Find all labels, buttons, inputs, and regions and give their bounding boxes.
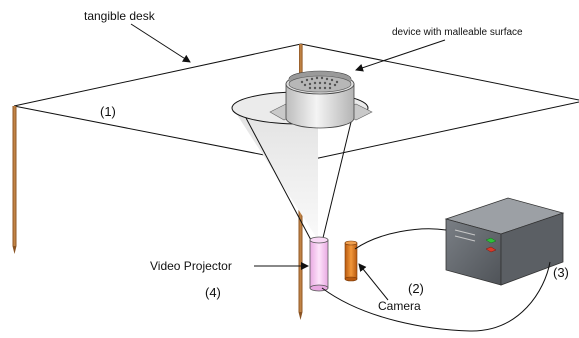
label-device: device with malleable surface [355,27,523,72]
label-video-projector: Video Projector [150,259,309,273]
marker-2: (2) [408,281,424,296]
svg-text:tangible desk: tangible desk [84,9,156,23]
svg-text:Video Projector: Video Projector [150,259,232,273]
computer-box [444,197,565,286]
malleable-device [285,70,355,129]
label-camera: Camera [358,263,421,313]
led-green [485,237,497,244]
video-projector [309,236,329,292]
tangible-desk-surface [13,43,579,163]
svg-text:device with malleable surface: device with malleable surface [392,27,523,38]
device-surface-pins [300,76,339,90]
marker-1: (1) [100,104,116,119]
label-tangible-desk: tangible desk [84,9,191,63]
marker-3: (3) [553,265,569,280]
led-red [485,246,497,253]
desk-leg-front [298,162,303,320]
cables [321,228,551,332]
desk-leg-left [12,106,17,254]
svg-text:Camera: Camera [378,299,421,313]
marker-4: (4) [205,285,221,300]
camera [344,240,358,282]
desk-legs [12,44,303,320]
